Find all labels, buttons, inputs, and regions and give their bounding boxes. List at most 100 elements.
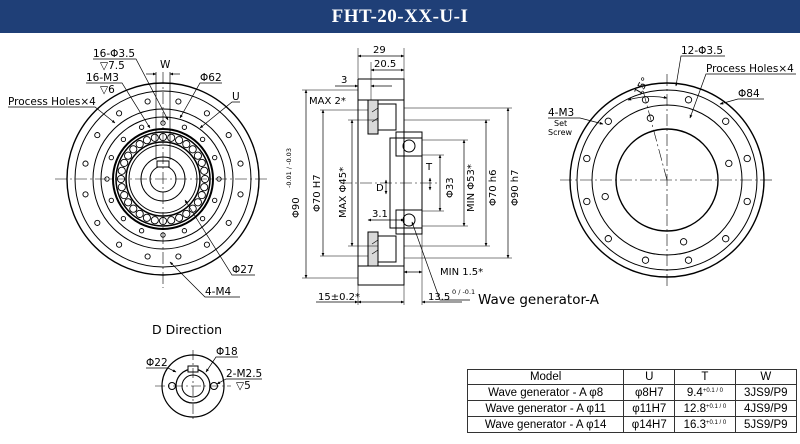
m3-hole <box>108 154 114 161</box>
front-d62-label: Φ62 <box>200 72 222 84</box>
outer-hole <box>82 160 89 167</box>
d-m25-label: 2-M2.5 <box>226 368 262 380</box>
front-u-label: U <box>232 91 240 103</box>
outer-hole <box>116 241 123 248</box>
section-d-label: D <box>376 183 384 194</box>
outer-hole <box>175 253 182 260</box>
cell-u: φ8H7 <box>623 384 676 401</box>
front-view <box>55 72 270 288</box>
m3-hole <box>138 124 145 130</box>
d-d18-label: Φ18 <box>216 346 238 358</box>
front-w-label: W <box>160 59 171 71</box>
cell-t-value: 16.3 <box>683 418 707 431</box>
d-depth5-label: ▽5 <box>236 380 251 392</box>
mounting-hole <box>684 256 693 264</box>
bearing-ball <box>117 166 126 175</box>
rear-set-label: Set <box>554 119 567 128</box>
section-d70h7-label: Φ70 H7 <box>312 174 323 212</box>
section-d135-label: 13.5 <box>428 292 450 303</box>
bearing-ball <box>193 198 202 207</box>
front-m3-holes <box>104 120 222 238</box>
section-wg-label: Wave generator-A <box>478 292 600 308</box>
section-d31-label: 3.1 <box>372 209 388 220</box>
cell-t-value: 9.4 <box>686 386 703 399</box>
d-direction-view <box>155 350 231 422</box>
outer-hole <box>203 241 210 248</box>
cell-w: 5JS9/P9 <box>734 416 798 433</box>
m3-hole <box>199 215 206 222</box>
bearing-ball <box>124 198 133 207</box>
section-w29-label: 29 <box>373 45 386 56</box>
m3-hole <box>181 228 188 234</box>
cell-t: 9.4+0.1 / 0 <box>674 384 736 401</box>
rear-m3set-label: 4-M3 <box>548 107 574 119</box>
section-min15-label: MIN 1.5* <box>440 267 483 278</box>
section-w205-label: 20.5 <box>374 59 396 70</box>
outer-hole <box>82 191 89 198</box>
header-model: Model <box>466 369 625 385</box>
bearing-ball <box>124 151 133 160</box>
section-d33-label: Φ33 <box>445 177 456 198</box>
bearing-ball <box>200 166 209 175</box>
m3-hole <box>181 124 188 130</box>
bearing-ball <box>142 136 151 145</box>
outer-hole <box>144 253 151 260</box>
header-t: T <box>674 369 736 385</box>
mounting-hole <box>604 235 612 243</box>
section-view-annotations: 29 20.5 3 MAX 2* Φ90 -0.01 / -0.03 Φ70 H… <box>285 45 600 308</box>
bearing-ball <box>150 216 159 225</box>
mounting-hole <box>722 117 730 125</box>
bearing-ball <box>135 140 144 149</box>
outer-hole <box>175 98 182 105</box>
rear-mounting-holes <box>583 96 751 264</box>
front-view-annotations: 16-Φ3.5 ▽7.5 16-M3 ▽6 Process Holes×4 W … <box>8 48 254 298</box>
mounting-hole <box>722 235 730 243</box>
rear-screw-label: Screw <box>548 128 573 137</box>
title-bar: FHT-20-XX-U-I <box>0 0 800 33</box>
m3-hole <box>199 136 206 143</box>
cell-t: 16.3+0.1 / 0 <box>674 416 736 433</box>
front-outer-holes <box>82 98 244 260</box>
cell-u: φ11H7 <box>623 400 676 417</box>
bearing-ball <box>129 145 138 154</box>
m3-hole <box>212 197 218 204</box>
cell-model: Wave generator - A φ8 <box>466 384 625 401</box>
outer-hole <box>94 132 101 139</box>
bearing-ball <box>167 216 176 225</box>
rear-d84-label: Φ84 <box>738 88 760 100</box>
outer-hole <box>225 132 232 139</box>
set-screw-hole <box>725 159 733 168</box>
bearing-ball <box>182 209 191 218</box>
drawing-title: FHT-20-XX-U-I <box>331 5 469 27</box>
section-d135tol-label: 0 / -0.1 <box>452 288 475 296</box>
d-d22-label: Φ22 <box>146 357 168 369</box>
d-direction-title: D Direction <box>152 322 223 337</box>
outer-hole <box>225 219 232 226</box>
set-screw-hole <box>679 238 688 246</box>
front-m3-label: 16-M3 <box>86 72 119 84</box>
section-d3-label: 3 <box>341 75 347 86</box>
section-d90-label: Φ90 <box>291 197 302 218</box>
header-w: W <box>734 369 798 385</box>
m3-hole <box>120 136 127 143</box>
table-row: Wave generator - A φ8 φ8H7 9.4+0.1 / 0 3… <box>466 384 798 401</box>
m3-hole <box>120 215 127 222</box>
bearing-ball <box>175 136 184 145</box>
front-bearing-balls <box>116 132 210 226</box>
bearing-ball <box>175 213 184 222</box>
section-view <box>302 48 512 305</box>
rear-view <box>560 74 775 288</box>
m3-hole <box>138 228 145 234</box>
bearing-ball <box>197 191 206 200</box>
section-d70h6-label: Φ70 h6 <box>488 170 499 206</box>
rear-angle-label: 15° <box>632 75 652 97</box>
outer-hole <box>237 191 244 198</box>
m3-hole <box>108 197 114 204</box>
section-d90tol-label: -0.01 / -0.03 <box>285 148 293 188</box>
cell-w: 3JS9/P9 <box>734 384 798 401</box>
cell-t-tol: +0.1 / 0 <box>702 387 723 394</box>
front-process-label: Process Holes×4 <box>8 96 96 108</box>
bearing-ball <box>117 183 126 192</box>
section-d15-label: 15±0.2* <box>318 292 360 303</box>
bearing-ball <box>193 151 202 160</box>
